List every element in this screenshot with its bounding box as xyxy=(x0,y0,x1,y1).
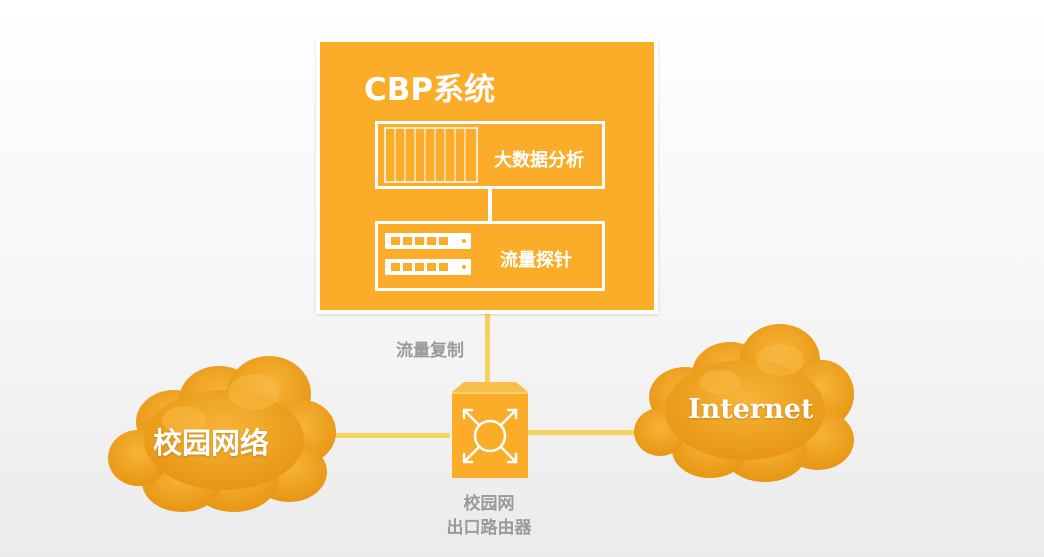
module-connector xyxy=(488,189,492,221)
router-arrows-icon xyxy=(452,382,528,478)
router-label: 校园网 出口路由器 xyxy=(436,492,542,540)
big-data-analysis-label: 大数据分析 xyxy=(494,150,584,171)
cbp-system-title: CBP系统 xyxy=(364,72,496,108)
link-campus-router xyxy=(320,433,450,438)
traffic-mirror-label: 流量复制 xyxy=(396,341,464,361)
internet-cloud-icon xyxy=(634,324,854,482)
internet-label: Internet xyxy=(688,394,814,425)
network-switch-icon xyxy=(385,233,471,275)
router-label-line1: 校园网 xyxy=(463,494,515,514)
big-data-analysis-module: 大数据分析 xyxy=(375,121,605,189)
campus-cloud-icon xyxy=(108,356,336,512)
link-router-cbp xyxy=(485,295,490,387)
traffic-probe-label: 流量探针 xyxy=(500,250,572,271)
campus-network-label: 校园网络 xyxy=(153,426,270,460)
cbp-system-box: CBP系统 大数据分析 xyxy=(316,38,658,314)
traffic-probe-module: 流量探针 xyxy=(375,221,605,291)
router-label-line2: 出口路由器 xyxy=(446,518,532,538)
link-router-internet xyxy=(528,430,648,435)
server-rack-icon xyxy=(384,127,478,183)
